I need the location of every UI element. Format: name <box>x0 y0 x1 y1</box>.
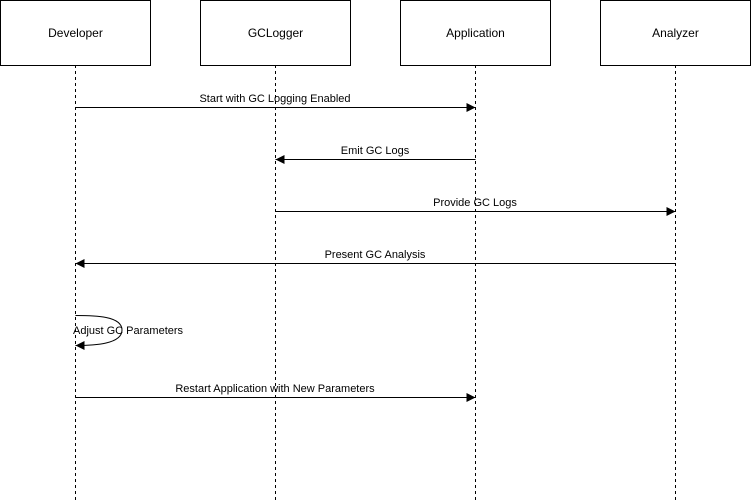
participant-box-application <box>400 0 551 66</box>
participant-developer: Developer <box>0 0 151 66</box>
message-start-with-gc-logging: Start with GC Logging Enabled <box>75 93 476 112</box>
participants: Developer GCLogger Application Analyzer <box>0 0 751 66</box>
lifelines <box>75 65 676 503</box>
messages: Start with GC Logging Enabled Emit GC Lo… <box>73 93 676 402</box>
message-restart-application: Restart Application with New Parameters <box>75 383 476 402</box>
message-provide-gc-logs: Provide GC Logs <box>275 197 676 216</box>
participant-application: Application <box>400 0 551 66</box>
message-label-6: Restart Application with New Parameters <box>175 383 375 395</box>
message-label-2: Emit GC Logs <box>341 145 410 157</box>
message-label-4: Present GC Analysis <box>325 249 426 261</box>
message-present-gc-analysis: Present GC Analysis <box>75 249 676 268</box>
participant-label-application: Application <box>446 26 505 40</box>
participant-box-developer <box>0 0 151 66</box>
message-arrow-5-self-loop <box>75 315 123 350</box>
message-label-1: Start with GC Logging Enabled <box>199 93 350 105</box>
participant-label-gclogger: GCLogger <box>248 26 303 40</box>
participant-analyzer: Analyzer <box>600 0 751 66</box>
participant-label-developer: Developer <box>48 26 103 40</box>
participant-box-analyzer <box>600 0 751 66</box>
message-adjust-gc-parameters: Adjust GC Parameters <box>73 315 184 350</box>
participant-box-gclogger <box>200 0 351 66</box>
message-emit-gc-logs: Emit GC Logs <box>275 145 476 164</box>
participant-label-analyzer: Analyzer <box>652 26 699 40</box>
message-label-3: Provide GC Logs <box>433 197 517 209</box>
message-label-5: Adjust GC Parameters <box>73 325 184 337</box>
participant-gclogger: GCLogger <box>200 0 351 66</box>
